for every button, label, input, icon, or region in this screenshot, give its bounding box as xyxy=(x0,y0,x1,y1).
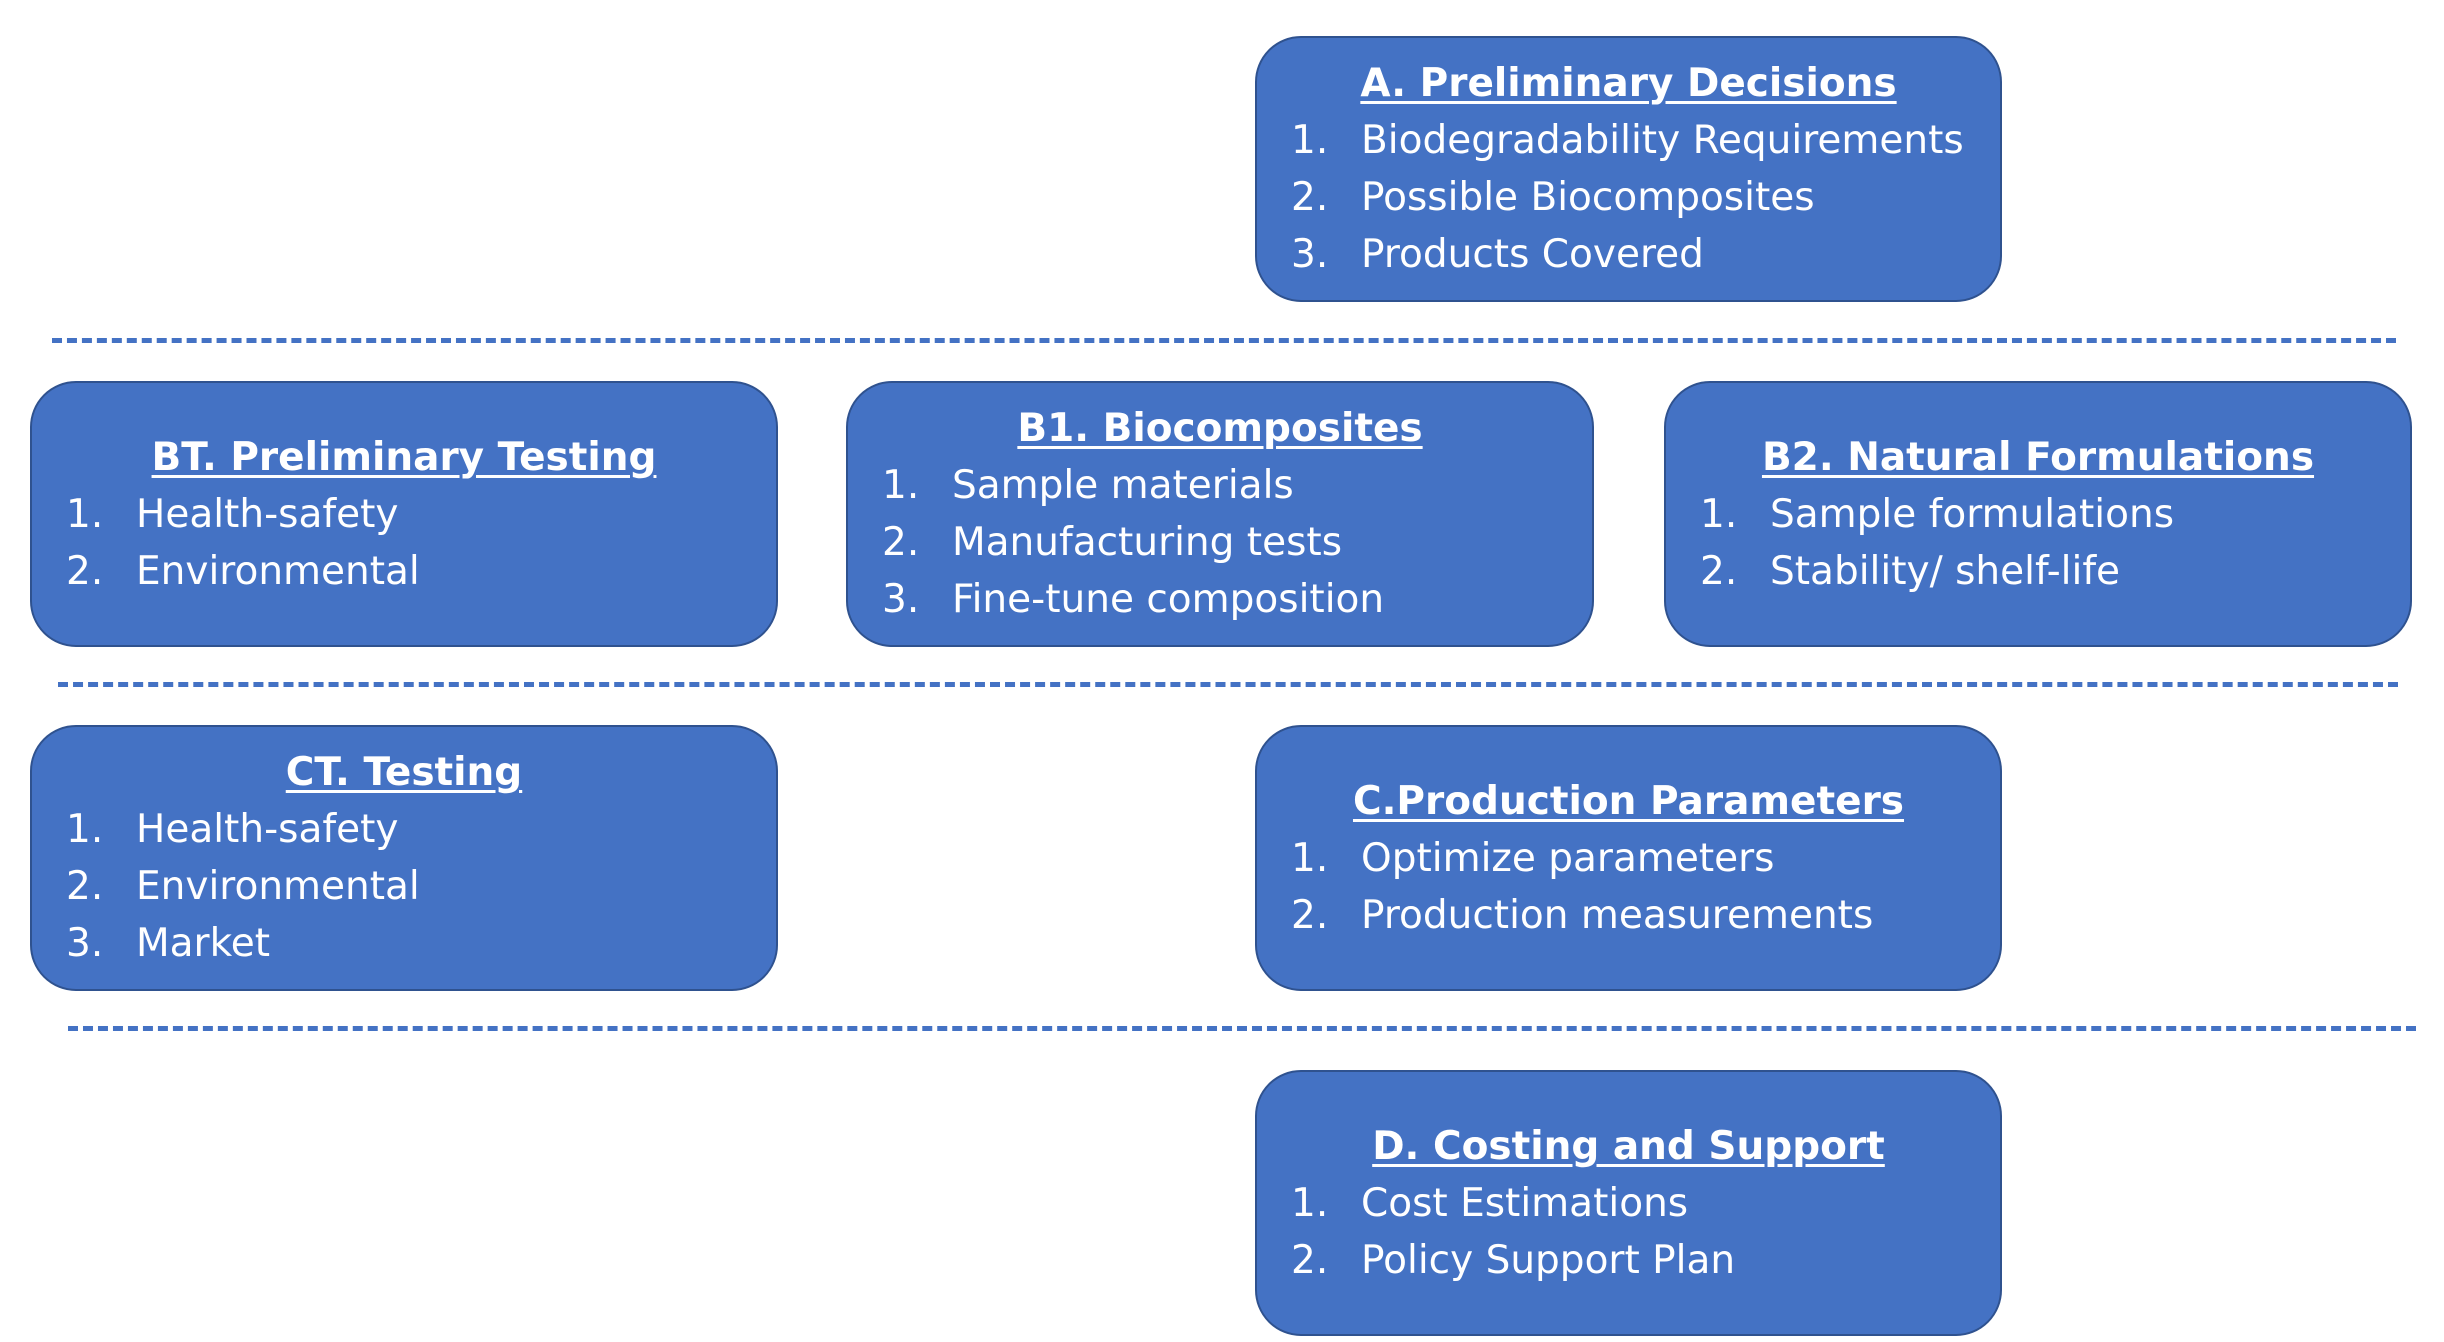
item-number: 1. xyxy=(1700,491,1738,537)
item-number: 1. xyxy=(66,491,104,537)
item-list: 1. Sample materials 2. Manufacturing tests… xyxy=(882,457,1558,628)
list-item: 1. Optimize parameters xyxy=(1291,830,1966,887)
list-item: 1. Biodegradability Requirements xyxy=(1291,112,1966,169)
item-number: 2. xyxy=(1291,1237,1329,1283)
list-item: 2. Policy Support Plan xyxy=(1291,1232,1966,1289)
list-item: 1. Health-safety xyxy=(66,801,742,858)
item-number: 2. xyxy=(1700,548,1738,594)
item-text: Stability/ shelf-life xyxy=(1770,548,2121,594)
item-number: 3. xyxy=(882,577,920,622)
item-text: Market xyxy=(136,921,271,966)
item-number: 3. xyxy=(66,921,104,966)
item-number: 2. xyxy=(1291,175,1329,220)
list-item: 3. Fine-tune composition xyxy=(882,571,1558,628)
list-item: 2. Possible Biocomposites xyxy=(1291,169,1966,226)
item-number: 1. xyxy=(66,807,104,852)
item-number: 1. xyxy=(1291,1180,1329,1226)
item-list: 1. Health-safety 2. Environmental xyxy=(66,486,742,600)
box-title: D. Costing and Support xyxy=(1372,1123,1885,1169)
item-list: 1. Biodegradability Requirements 2. Possib… xyxy=(1291,112,1966,283)
item-text: Sample formulations xyxy=(1770,491,2175,537)
list-item: 1. Sample materials xyxy=(882,457,1558,514)
item-text: Health-safety xyxy=(136,807,399,852)
list-item: 2. Environmental xyxy=(66,543,742,600)
item-list: 1. Optimize parameters 2. Production measu… xyxy=(1291,830,1966,944)
list-item: 1. Health-safety xyxy=(66,486,742,543)
list-item: 2. Environmental xyxy=(66,858,742,915)
stage-separator-3 xyxy=(68,1026,2416,1031)
list-item: 3. Products Covered xyxy=(1291,226,1966,283)
stage-separator-1 xyxy=(52,338,2396,343)
item-list: 1. Cost Estimations 2. Policy Support Plan xyxy=(1291,1175,1966,1289)
item-text: Biodegradability Requirements xyxy=(1361,118,1964,163)
box-title: C.Production Parameters xyxy=(1352,778,1905,824)
item-number: 1. xyxy=(1291,118,1329,163)
stage-separator-2 xyxy=(58,682,2398,687)
box-c-production-parameters: C.Production Parameters 1. Optimize param… xyxy=(1255,725,2002,991)
list-item: 2. Production measurements xyxy=(1291,887,1966,944)
box-b1-biocomposites: B1. Biocomposites 1. Sample materials 2. M… xyxy=(846,381,1594,647)
item-number: 2. xyxy=(66,548,104,594)
item-list: 1. Health-safety 2. Environmental 3. Market xyxy=(66,801,742,972)
item-text: Possible Biocomposites xyxy=(1361,175,1815,220)
item-number: 3. xyxy=(1291,232,1329,277)
box-title: B2. Natural Formulations xyxy=(1761,434,2315,480)
box-b2-natural-formulations: B2. Natural Formulations 1. Sample formul… xyxy=(1664,381,2412,647)
box-title: B1. Biocomposites xyxy=(1017,406,1423,451)
item-text: Sample materials xyxy=(952,463,1294,508)
list-item: 2. Manufacturing tests xyxy=(882,514,1558,571)
item-text: Health-safety xyxy=(136,491,399,537)
item-text: Production measurements xyxy=(1361,892,1874,938)
box-a-preliminary-decisions: A. Preliminary Decisions 1. Biodegradabil… xyxy=(1255,36,2002,302)
box-bt-preliminary-testing: BT. Preliminary Testing 1. Health-safety … xyxy=(30,381,778,647)
item-number: 1. xyxy=(1291,835,1329,881)
item-text: Products Covered xyxy=(1361,232,1704,277)
item-number: 2. xyxy=(882,520,920,565)
item-text: Fine-tune composition xyxy=(952,577,1385,622)
item-text: Cost Estimations xyxy=(1361,1180,1689,1226)
box-d-costing-and-support: D. Costing and Support 1. Cost Estimation… xyxy=(1255,1070,2002,1336)
box-ct-testing: CT. Testing 1. Health-safety 2. Environmen… xyxy=(30,725,778,991)
item-text: Manufacturing tests xyxy=(952,520,1343,565)
item-text: Environmental xyxy=(136,864,420,909)
item-number: 1. xyxy=(882,463,920,508)
box-title: A. Preliminary Decisions xyxy=(1360,61,1897,106)
item-text: Policy Support Plan xyxy=(1361,1237,1736,1283)
box-title: BT. Preliminary Testing xyxy=(151,434,657,480)
item-text: Optimize parameters xyxy=(1361,835,1775,881)
list-item: 3. Market xyxy=(66,915,742,972)
item-number: 2. xyxy=(1291,892,1329,938)
list-item: 1. Cost Estimations xyxy=(1291,1175,1966,1232)
item-number: 2. xyxy=(66,864,104,909)
box-title: CT. Testing xyxy=(285,750,523,795)
list-item: 1. Sample formulations xyxy=(1700,486,2376,543)
item-text: Environmental xyxy=(136,548,420,594)
item-list: 1. Sample formulations 2. Stability/ shelf… xyxy=(1700,486,2376,600)
list-item: 2. Stability/ shelf-life xyxy=(1700,543,2376,600)
